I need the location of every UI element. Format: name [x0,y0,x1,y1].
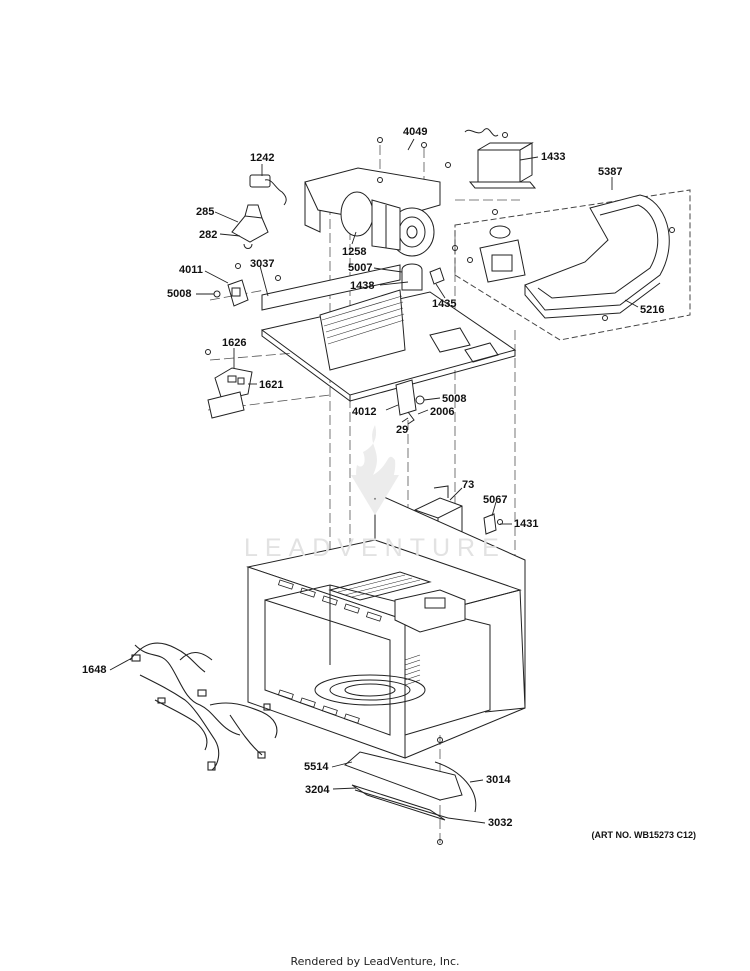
part-label-73: 73 [462,479,475,491]
part-label-5008-bottom: 5008 [442,393,467,405]
part-label-3037: 3037 [250,258,275,270]
bracket-5007 [401,263,445,291]
part-label-4011: 4011 [179,264,203,276]
part-label-3014: 3014 [486,774,511,786]
part-label-5007: 5007 [348,262,373,274]
part-label-3204: 3204 [305,784,330,796]
part-label-4012: 4012 [352,406,377,418]
part-label-1648: 1648 [82,664,107,676]
screws [205,132,675,743]
part-label-4049: 4049 [403,126,428,138]
part-label-1435: 1435 [432,298,457,310]
part-label-1258: 1258 [342,246,367,258]
part-label-285: 285 [196,206,215,218]
relay-1621 [207,367,253,419]
part-label-5008-top: 5008 [167,288,192,300]
switch-4011 [213,279,249,307]
thermistor-4012 [395,379,425,425]
part-label-5387: 5387 [598,166,623,178]
part-label-3032: 3032 [488,817,513,829]
duct-5216 [524,194,670,319]
transformer-1433 [464,128,537,189]
part-label-1438: 1438 [350,280,375,292]
oven-cavity [246,492,526,759]
leadventure-logo-watermark [351,425,399,515]
damper-1435 [479,225,526,283]
duct-assembly-outline [454,189,691,341]
part-label-2006: 2006 [430,406,455,418]
part-label-1621: 1621 [259,379,284,391]
part-label-5514: 5514 [304,761,329,773]
part-label-5067: 5067 [483,494,508,506]
part-label-1431: 1431 [514,518,539,530]
part-label-1242: 1242 [250,152,275,164]
part-label-29: 29 [396,424,409,436]
wire-harness-1648 [129,642,278,771]
part-label-282: 282 [199,229,218,241]
light-assembly [344,751,477,845]
part-label-5216: 5216 [640,304,665,316]
fan-motor-1258 [304,167,441,257]
lamp-assembly [231,174,287,249]
art-number: (ART NO. WB15273 C12) [591,830,696,840]
leader-lines [109,138,639,824]
part-label-1433: 1433 [541,151,566,163]
chassis-plate-3037 [260,264,517,402]
watermark-text: LEADVENTURE [244,534,506,562]
part-label-1626: 1626 [222,337,247,349]
footer-credit: Rendered by LeadVenture, Inc. [290,955,460,968]
bracket-5067 [483,513,503,535]
